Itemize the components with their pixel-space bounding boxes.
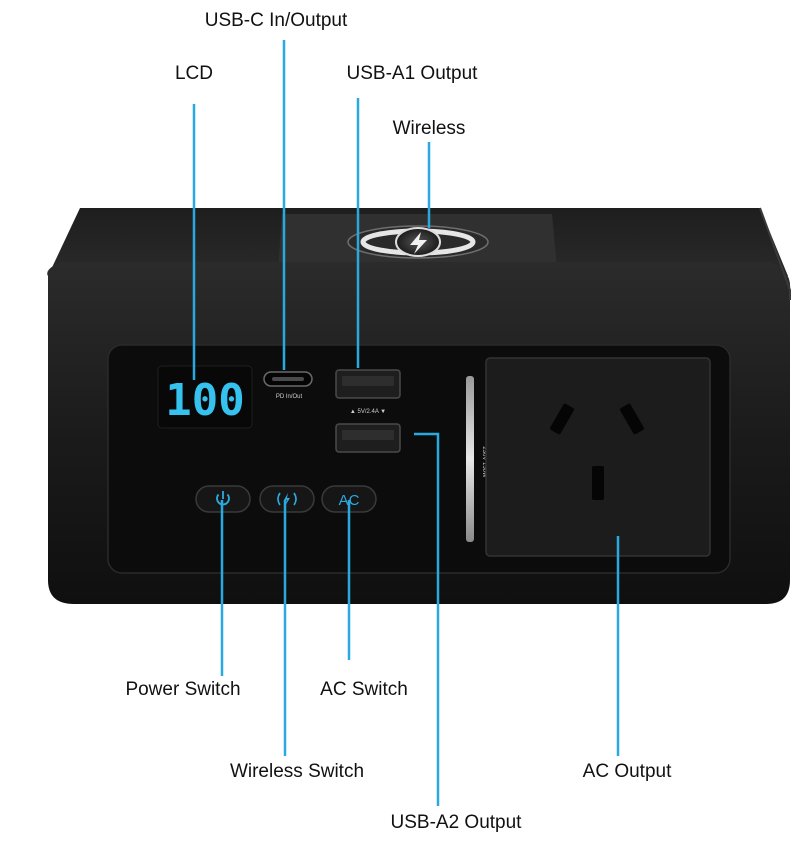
ac-switch-button: AC — [321, 485, 377, 513]
lightning-bolt-icon — [410, 232, 427, 254]
lcd-reading: 100 — [165, 375, 244, 426]
label-power-switch: Power Switch — [125, 679, 240, 700]
label-wireless: Wireless — [393, 118, 466, 139]
wireless-charging-pad — [347, 225, 489, 259]
lcd-screen — [157, 365, 253, 429]
callout-labels: USB-C In/Output LCD USB-A1 Output Wirele… — [125, 10, 672, 833]
label-lcd: LCD — [175, 63, 213, 84]
ac-spec-strip: 230V 150W — [466, 376, 487, 542]
label-ac-switch: AC Switch — [320, 679, 408, 700]
edge-highlight — [759, 207, 791, 300]
ac-outlet — [485, 357, 711, 557]
label-ac-output: AC Output — [583, 761, 672, 782]
usb-a1-port — [335, 369, 401, 399]
label-usb-a2: USB-A2 Output — [391, 812, 523, 833]
wireless-switch-button — [259, 485, 315, 513]
wireless-charging-icon — [277, 492, 297, 506]
ac-light-strip — [466, 376, 474, 542]
ac-outlet-slot-earth — [592, 466, 604, 500]
label-usb-a1: USB-A1 Output — [347, 63, 479, 84]
usb-a2-port — [335, 423, 401, 453]
ac-outlet-slot-left — [550, 403, 574, 435]
label-wireless-switch: Wireless Switch — [230, 761, 364, 782]
usb-a1-tongue — [342, 376, 394, 386]
ac-outlet-slot-right — [620, 403, 644, 435]
ac-outlet-plate — [485, 357, 711, 557]
label-usb-c: USB-C In/Output — [205, 10, 348, 31]
ac-spec-text: 230V 150W — [481, 446, 487, 478]
usb-c-tongue — [272, 377, 304, 381]
callout-lines — [192, 40, 620, 806]
callout-line-usb-a2 — [414, 432, 440, 806]
usb-a-spec-text: ▲ 5V/2.4A ▼ — [350, 409, 386, 415]
usb-a2-tongue — [342, 430, 394, 440]
usb-c-port: PD In/Out — [263, 371, 313, 400]
lcd-display: 100 — [157, 365, 253, 429]
usb-c-port-text: PD In/Out — [276, 394, 303, 400]
